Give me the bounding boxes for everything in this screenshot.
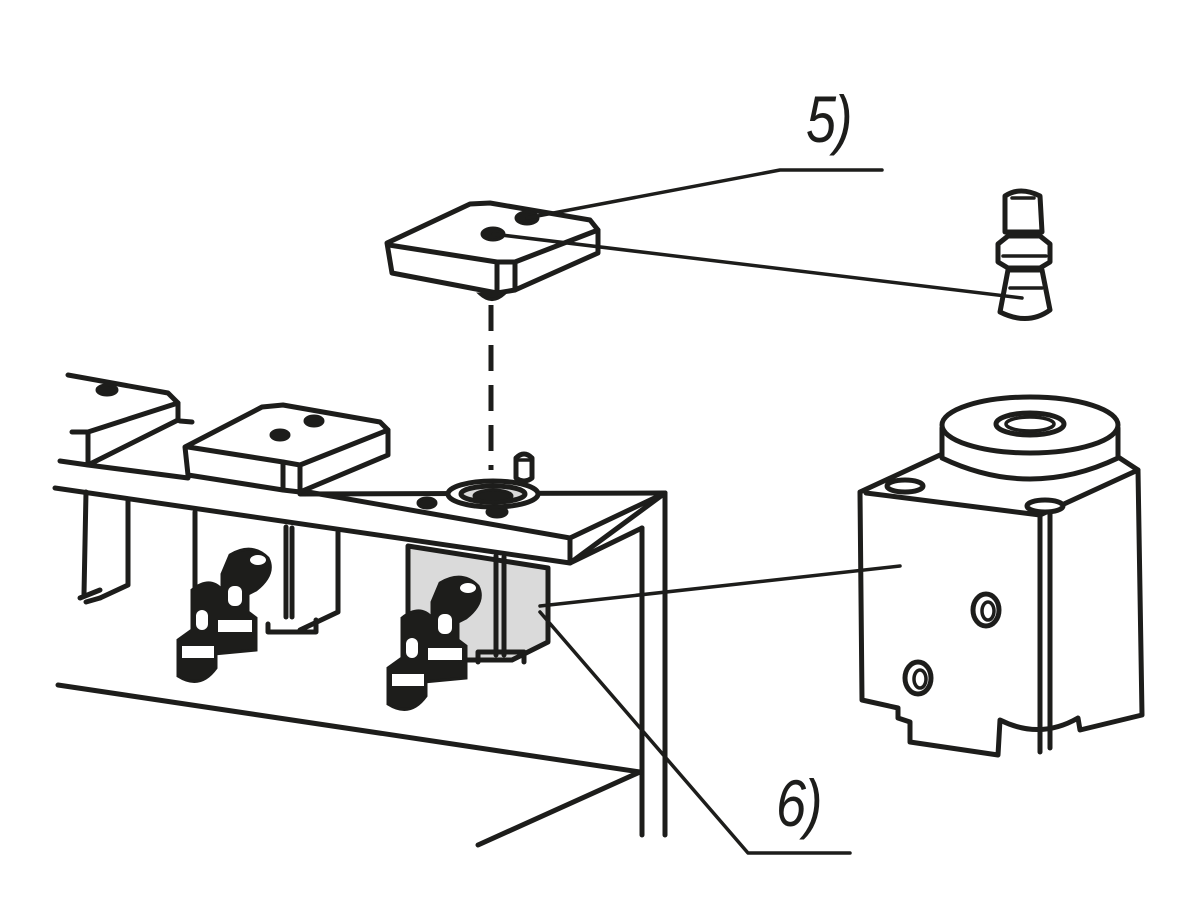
elbow-fitting-left	[176, 547, 272, 683]
clamping-module	[857, 394, 1145, 758]
callout-label-6: 6)	[776, 766, 822, 840]
leader-lines	[491, 168, 1024, 855]
rail-bore	[416, 451, 541, 519]
mounted-top-plate	[182, 402, 391, 495]
exploded-top-plate	[384, 200, 601, 470]
elbow-fitting-right	[386, 575, 482, 711]
callout-label-5: 5)	[806, 82, 852, 156]
base-rail	[52, 372, 668, 848]
under-rail-modules	[77, 489, 341, 635]
pull-stud	[995, 188, 1053, 321]
